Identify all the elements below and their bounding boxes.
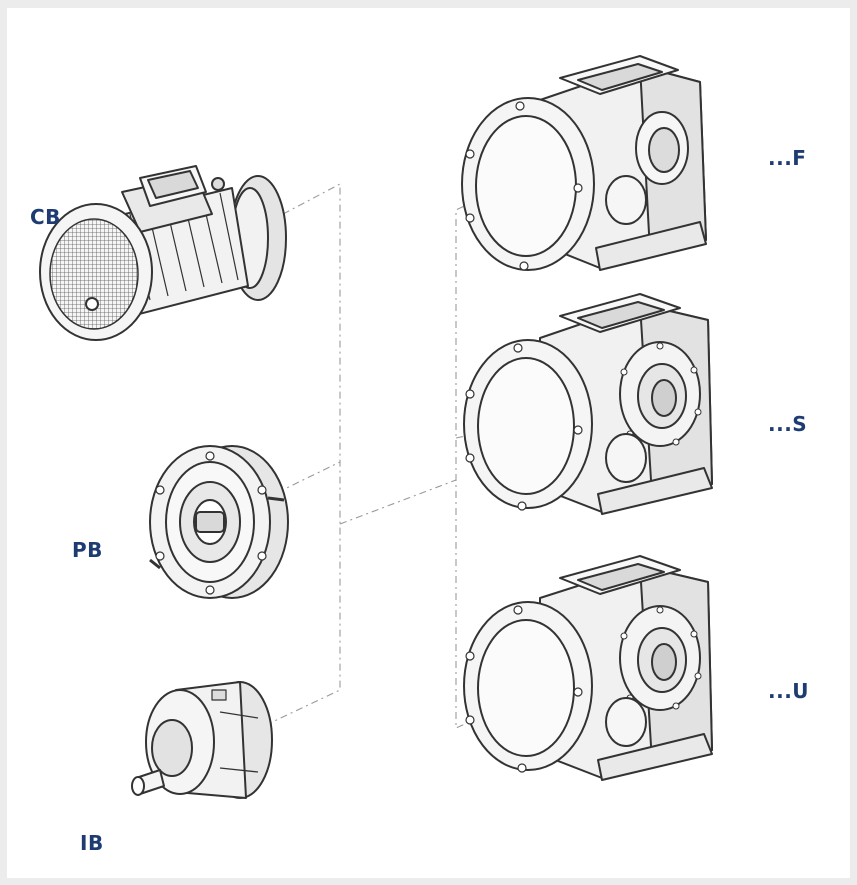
label-pb: PB (72, 538, 103, 562)
label-ib: IB (80, 831, 104, 855)
gearbox-u (463, 555, 713, 781)
label-f: ...F (768, 146, 807, 170)
gearbox-s (463, 293, 713, 515)
label-u: ...U (768, 679, 810, 703)
input-cover-ib (131, 681, 273, 799)
leader-cb (267, 183, 341, 725)
adapter-flange-pb (149, 445, 289, 599)
label-cb: CB (30, 205, 61, 229)
label-s: ...S (768, 412, 808, 436)
leader-trunk (339, 479, 457, 525)
gearbox-f (461, 55, 707, 271)
motor-cb (39, 165, 287, 341)
leader-pb (261, 461, 341, 501)
